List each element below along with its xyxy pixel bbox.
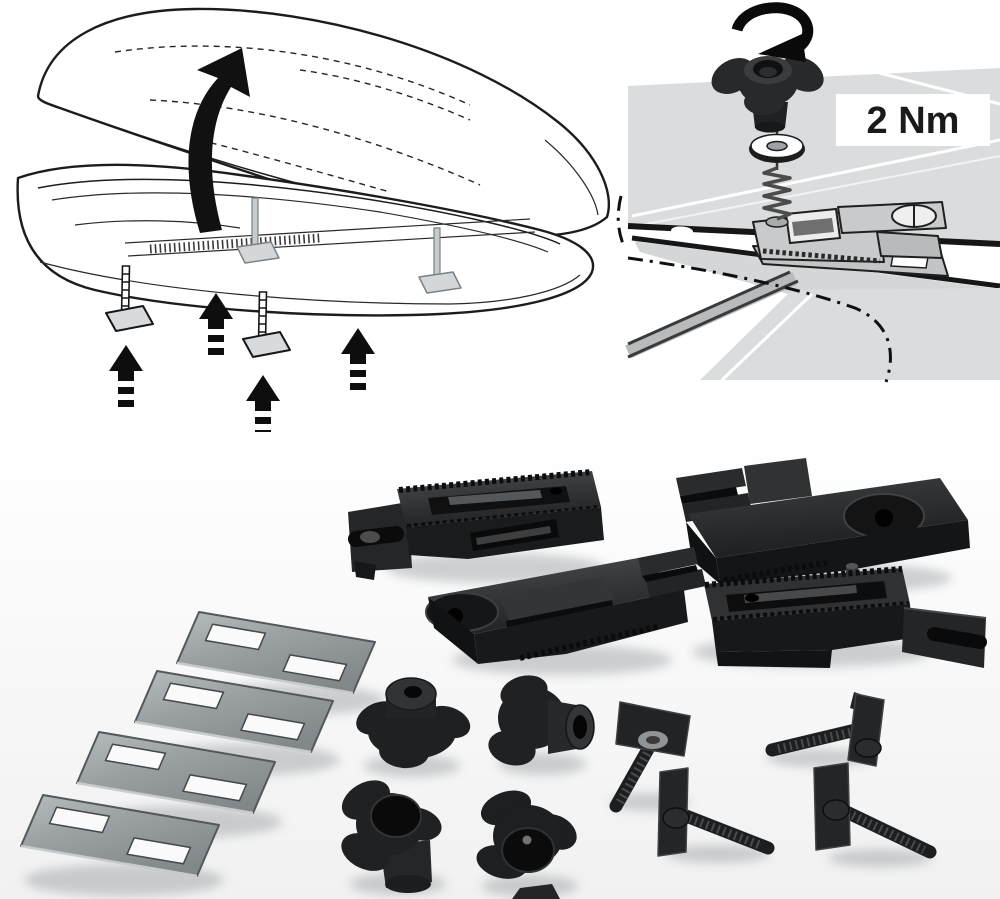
up-arrow-icon [341,328,375,390]
detail-boundary-dashdot [627,256,892,383]
rail-groove-stripe [625,271,798,359]
diagram-clamp [752,201,949,277]
torque-label-box [836,94,990,146]
base-seat-line [74,220,241,229]
clamp-spring-boss [765,216,789,228]
spring [762,166,792,221]
lid-detail-line [199,139,391,193]
base-front-crease [39,261,581,305]
clamp-serration [762,248,881,264]
floor-rail [124,218,531,244]
t-bolt-2 [765,693,885,767]
panel-seam [635,155,1000,227]
detail-boundary-dashdot [616,195,625,245]
lower-panel [700,288,1000,380]
knob-top-dome [759,67,777,77]
torque-tightening-diagram: 2 Nm [616,2,1000,383]
base-inner-rim-2 [51,192,549,253]
clamp-bracket-3 [425,547,706,664]
clamp-bracket-1 [348,469,604,580]
panel-seam [631,138,1000,218]
base-inner-rim [37,178,561,245]
three-lobe-knob-1 [356,677,471,769]
lower-panel-seam [720,292,814,382]
torque-label-text: 2 Nm [867,100,960,142]
rail-groove-line [627,270,791,346]
knob-hub-bottom [755,121,785,133]
clockwise-arrow-icon [731,2,814,62]
lid-open-arrow-icon [188,48,250,233]
diagram-knob [711,56,824,133]
floor-rail [127,231,536,257]
hardware-kit-photo [0,432,1000,899]
up-arrow-icon [246,375,280,437]
t-bolt-4 [813,762,937,859]
torque-label: 2 Nm [836,94,990,146]
clamp-bracket-4 [704,563,987,712]
roofbox-opening-diagram [16,7,611,437]
rail-slot-hole [671,226,693,236]
t-bolt-1 [609,701,691,813]
clamp-top-slot-bar [792,218,834,236]
lid-nose-crease [544,139,599,216]
clamp-bracket-2 [676,458,970,584]
clamp-lower-arm [876,231,943,259]
three-lobe-knob-4 [476,790,577,879]
lid-detail-line [149,99,481,186]
washer [749,133,805,163]
lid-detail-line [299,69,471,121]
cropped-part-bottom-edge [512,884,560,899]
rail-groove-line [627,279,799,359]
up-arrow-icon [109,345,143,407]
t-bolt-3 [657,767,775,857]
lid-detail-line [114,45,471,106]
three-lobe-knob-2 [488,675,595,766]
three-lobe-knob-3 [341,780,442,893]
